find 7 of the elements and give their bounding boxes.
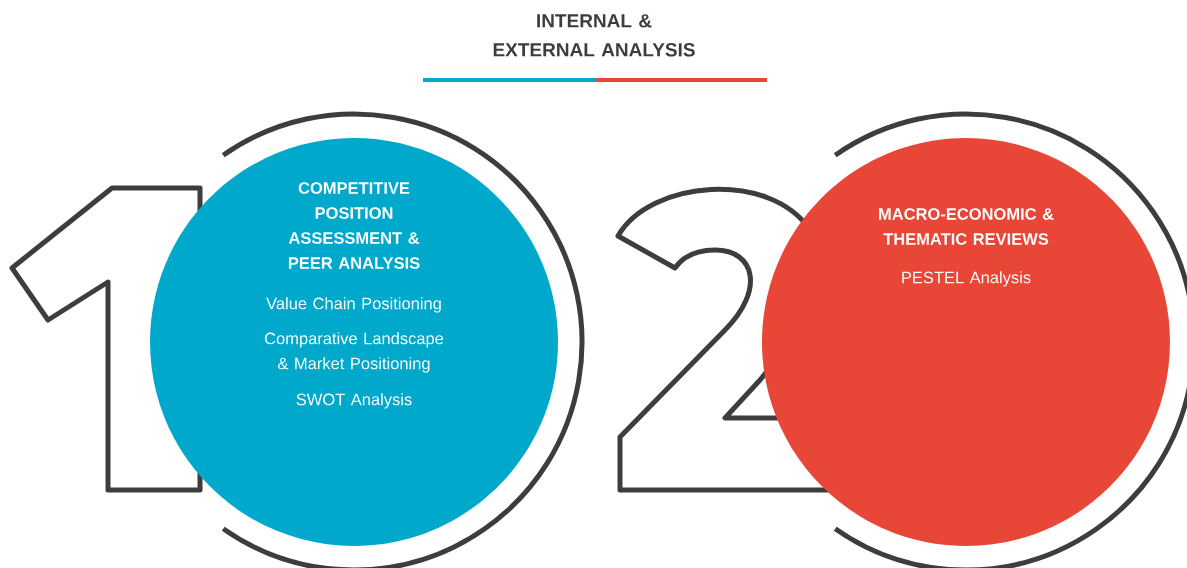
circle-item: SWOT Analysis: [296, 393, 412, 409]
circle-item: PESTEL Analysis: [902, 271, 1031, 287]
title: INTERNAL & EXTERNAL ANALYSIS: [493, 14, 695, 57]
circle-heading: COMPETITIVE POSITION ASSESSMENT & PEER ANALYSIS: [288, 182, 420, 269]
circle-item: Comparative Landscape & Market Positioning: [264, 332, 444, 373]
circle-heading: MACRO-ECONOMIC & THEMATIC REVIEWS: [879, 208, 1054, 245]
circle-item: Value Chain Positioning: [266, 297, 441, 313]
